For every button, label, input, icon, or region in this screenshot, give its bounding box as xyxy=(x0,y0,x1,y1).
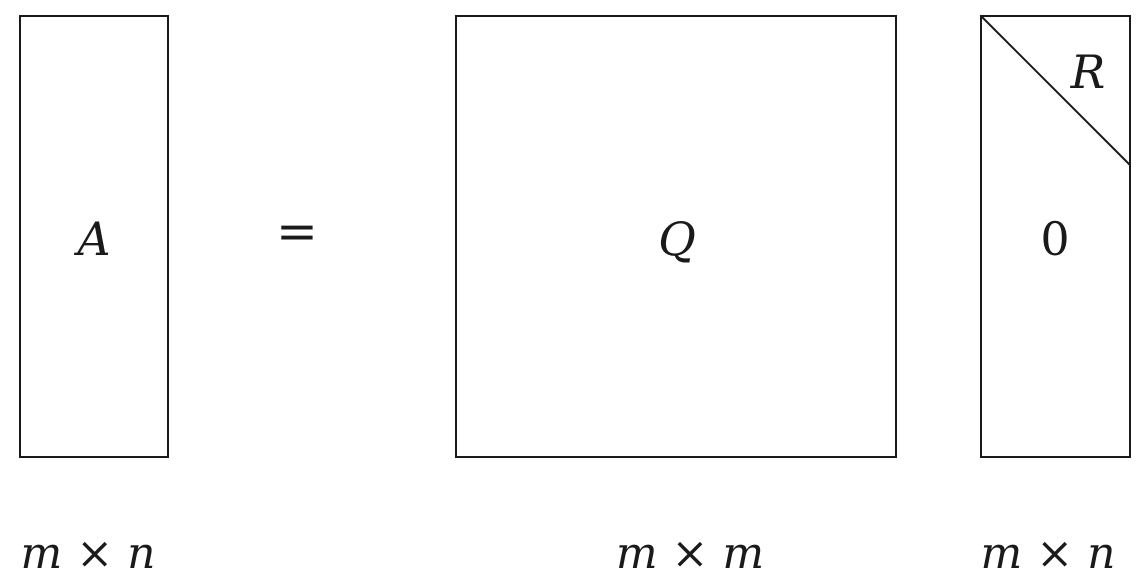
matrix-a-dims: m × n xyxy=(21,528,156,579)
matrix-q-label: Q xyxy=(658,212,696,266)
equals-sign: = xyxy=(276,202,318,260)
matrix-a-label: A xyxy=(73,212,110,266)
matrix-q-box xyxy=(455,15,897,458)
matrix-a-box xyxy=(19,15,169,458)
matrix-a: A m × n xyxy=(19,15,169,579)
matrix-r: R 0 m × n xyxy=(980,15,1131,579)
matrix-r-dims: m × n xyxy=(981,528,1116,579)
matrix-q: Q m × m xyxy=(455,15,897,579)
matrix-q-dims: m × m xyxy=(616,528,764,579)
matrix-r-box xyxy=(980,15,1131,458)
matrix-r-zero-block-label: 0 xyxy=(1040,212,1069,266)
matrix-r-label: R xyxy=(1070,45,1106,99)
matrix-r-diagonal xyxy=(980,15,1131,166)
